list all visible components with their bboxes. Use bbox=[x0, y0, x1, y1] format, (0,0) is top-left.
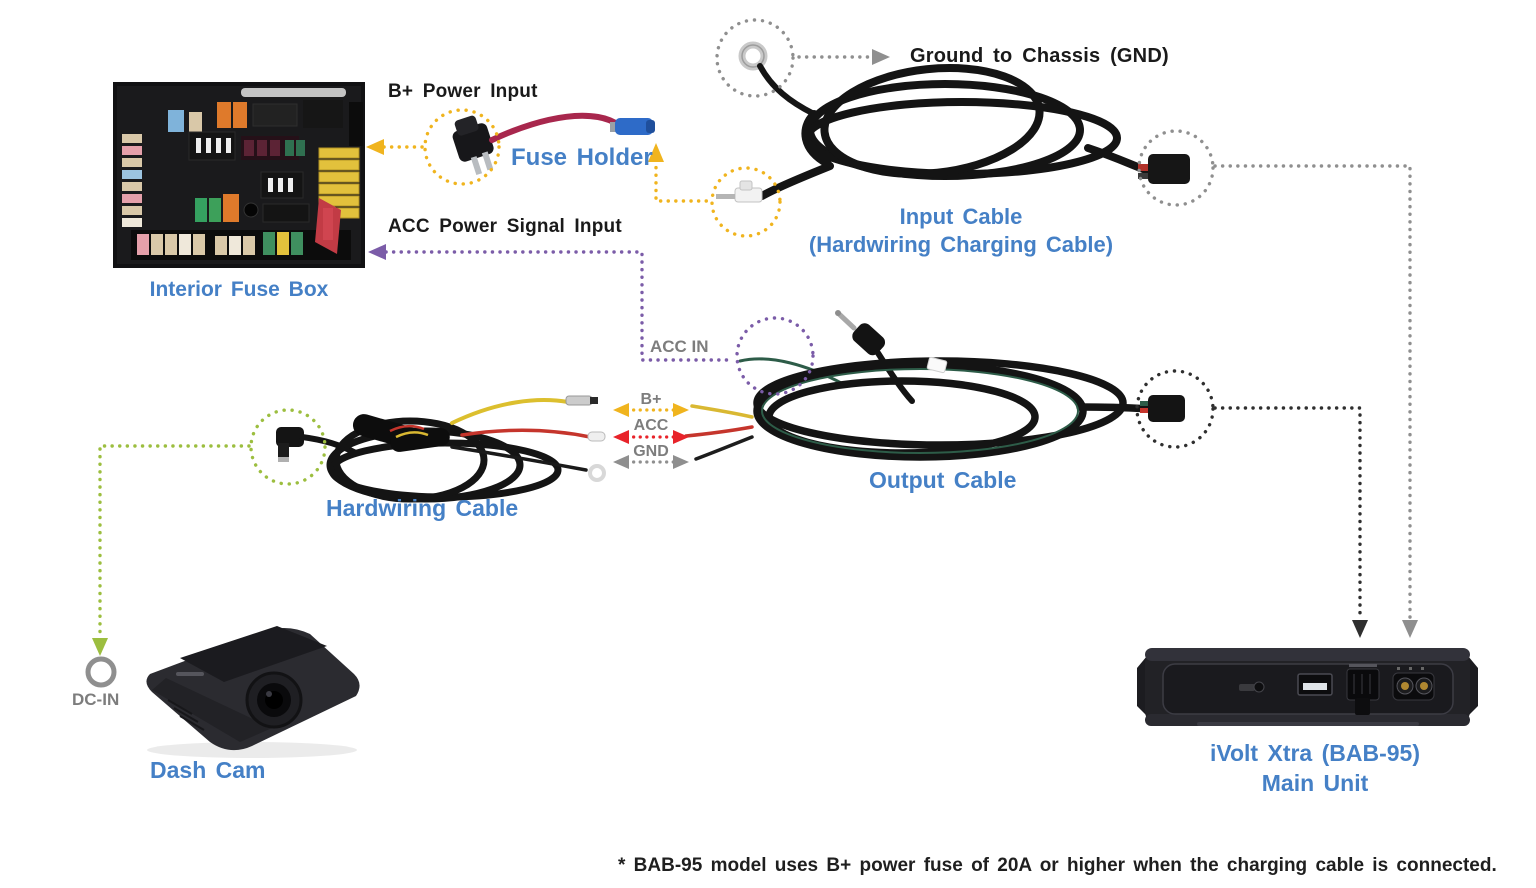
dc-plug-highlight-circle bbox=[249, 408, 327, 486]
hardwiring-cable-photo bbox=[276, 395, 606, 503]
ground-label: Ground to Chassis (GND) bbox=[910, 45, 1169, 67]
gnd-arrowhead-left bbox=[613, 455, 629, 469]
footnote: * BAB-95 model uses B+ power fuse of 20A… bbox=[618, 855, 1497, 876]
fuse-tap bbox=[452, 115, 494, 176]
ivolt-ports bbox=[1239, 664, 1435, 715]
input-cable-label-line1: Input Cable bbox=[899, 204, 1023, 229]
wire-terminals bbox=[565, 395, 606, 482]
input-connector-highlight-circle bbox=[1137, 129, 1215, 207]
b-plus-input-arrowhead bbox=[366, 139, 384, 155]
ivolt-label-line2: Main Unit bbox=[1261, 770, 1369, 796]
ivolt-unit-photo bbox=[1137, 648, 1478, 726]
ground-terminal-highlight-circle bbox=[715, 18, 795, 98]
output-connector-highlight-circle bbox=[1135, 369, 1215, 449]
fuse-tap-highlight-circle bbox=[423, 108, 501, 186]
input-cable-connector bbox=[1138, 154, 1190, 184]
ground-ring-terminal bbox=[738, 41, 817, 117]
output-cable-photo bbox=[684, 310, 1185, 461]
input-ivolt-arrowhead bbox=[1402, 620, 1418, 638]
acc-wire-highlight-circle bbox=[735, 316, 815, 396]
output-ivolt-arrowhead bbox=[1352, 620, 1368, 638]
acc-arrowhead-right bbox=[673, 430, 689, 444]
fuse-holder-photo bbox=[452, 112, 655, 176]
dc-in-arrowhead bbox=[92, 638, 108, 656]
input-terminal-highlight-circle bbox=[710, 166, 782, 238]
dash-cam-label: Dash Cam bbox=[150, 757, 266, 783]
left-fuse-column bbox=[122, 134, 142, 227]
blue-crimp-connector bbox=[615, 118, 653, 135]
dc-in-ring-icon bbox=[85, 656, 117, 688]
fuse-holder-label: Fuse Holder bbox=[511, 144, 653, 171]
output-to-ivolt-path bbox=[1213, 406, 1362, 620]
cable-tag bbox=[926, 356, 948, 374]
hardwiring-wires bbox=[450, 398, 592, 472]
acc-green-wire bbox=[738, 357, 847, 387]
gnd-arrowhead-right bbox=[673, 455, 689, 469]
b-plus-arrowhead-right bbox=[673, 403, 689, 417]
middle-fuses bbox=[195, 194, 310, 223]
input-cable-label-line2: (Hardwiring Charging Cable) bbox=[808, 232, 1114, 257]
acc-power-input-label: ACC Power Signal Input bbox=[388, 216, 622, 237]
camera-lens bbox=[245, 671, 303, 729]
b-plus-label: B+ bbox=[640, 391, 662, 408]
gnd-label: GND bbox=[633, 443, 669, 460]
input-cable-coil bbox=[758, 64, 1150, 200]
acc-input-arrowhead bbox=[368, 244, 386, 260]
dc-in-path bbox=[98, 444, 251, 638]
fuse-holder-connection-path bbox=[654, 158, 714, 203]
hardwiring-cable-label: Hardwiring Cable bbox=[326, 495, 519, 521]
dc-in-label: DC-IN bbox=[72, 690, 120, 709]
b-power-input-label: B+ Power Input bbox=[388, 81, 538, 102]
b-plus-arrowhead-left bbox=[613, 403, 629, 417]
output-left-wires bbox=[684, 404, 754, 461]
input-to-ivolt-path bbox=[1213, 164, 1412, 620]
dash-cam-photo bbox=[146, 626, 360, 758]
acc-signal-path bbox=[384, 250, 735, 362]
ground-arrowhead bbox=[872, 49, 890, 65]
fuse-holder-arrowhead bbox=[648, 143, 664, 162]
acc-label: ACC bbox=[633, 417, 669, 434]
acc-arrowhead-left bbox=[613, 430, 629, 444]
interior-fuse-box-label: Interior Fuse Box bbox=[149, 278, 329, 301]
pin-blocks bbox=[188, 131, 305, 199]
input-cable-photo bbox=[716, 41, 1190, 203]
output-cable-connector bbox=[1140, 395, 1185, 422]
ivolt-label: iVolt Xtra (BAB-95) Main Unit bbox=[1145, 738, 1485, 798]
acc-in-label: ACC IN bbox=[650, 337, 709, 356]
output-cable-label: Output Cable bbox=[869, 467, 1017, 493]
ivolt-label-line1: iVolt Xtra (BAB-95) bbox=[1209, 740, 1421, 766]
input-cable-fuse-terminal bbox=[716, 180, 763, 203]
interior-fuse-box-photo bbox=[113, 82, 365, 268]
bottom-fuses bbox=[131, 198, 351, 260]
input-cable-label: Input Cable (Hardwiring Charging Cable) bbox=[790, 203, 1132, 259]
